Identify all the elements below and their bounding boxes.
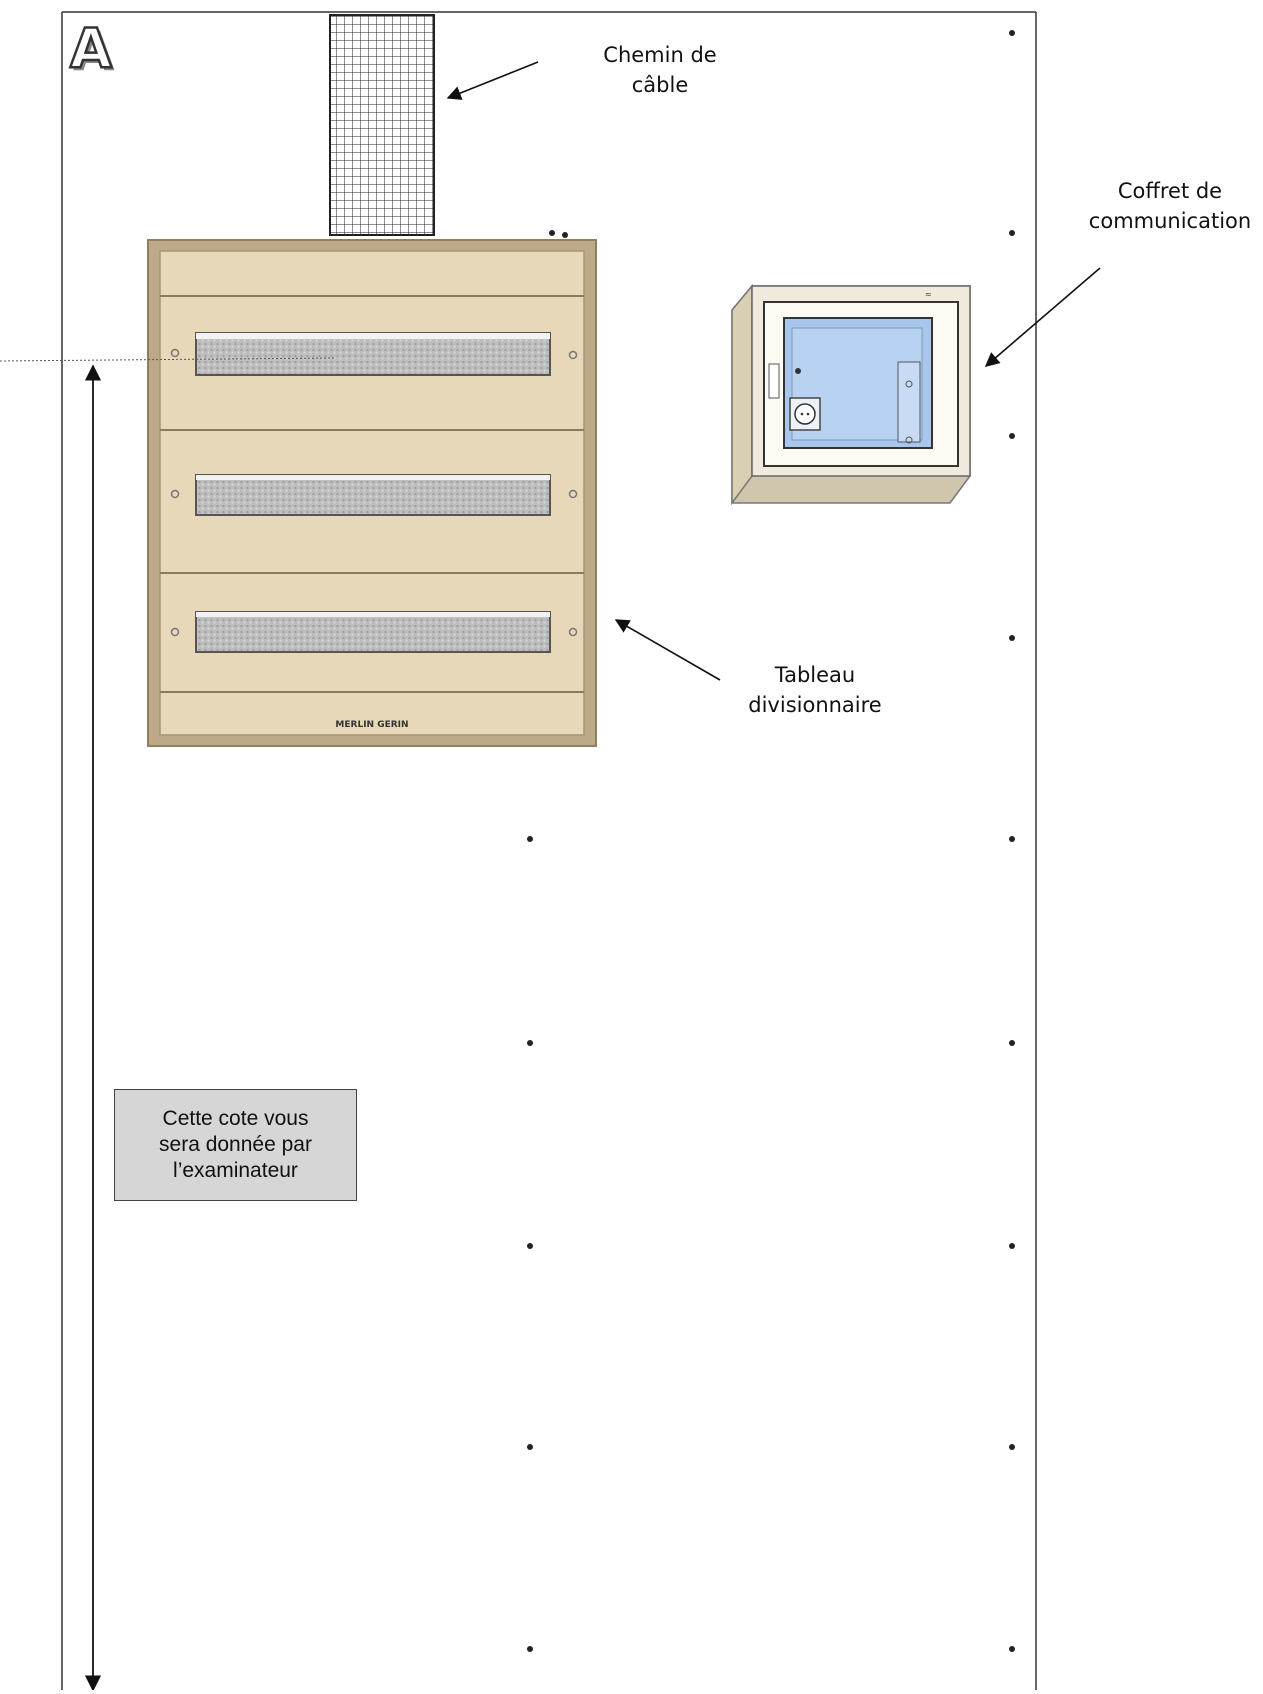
socket-icon	[789, 397, 821, 431]
brand-label: MERLIN GERIN	[335, 720, 408, 730]
comm-box-label: Coffret de communication	[1088, 179, 1252, 234]
communication-box: ≈	[731, 283, 971, 506]
distribution-board: MERLIN GERIN	[147, 239, 597, 747]
distribution-board-label: Tableau divisionnaire	[748, 663, 882, 718]
arrow-icon	[614, 619, 721, 681]
arrow-icon	[446, 61, 539, 100]
din-rail	[195, 474, 551, 516]
board-screws	[170, 348, 578, 637]
reference-dots	[527, 30, 1015, 1652]
din-rail	[195, 611, 551, 653]
svg-text:≈: ≈	[925, 290, 932, 299]
panel-letter: A	[69, 17, 113, 80]
dimension-arrow-icon	[0, 357, 337, 1692]
din-rail	[195, 332, 551, 376]
wall-outline	[61, 11, 1037, 1690]
cable-tray	[329, 14, 435, 236]
dimension-note-box: Cette cote vous sera donnée par l’examin…	[114, 1089, 357, 1201]
cable-tray-label: Chemin de câble	[603, 43, 717, 98]
arrow-icon	[984, 267, 1101, 367]
